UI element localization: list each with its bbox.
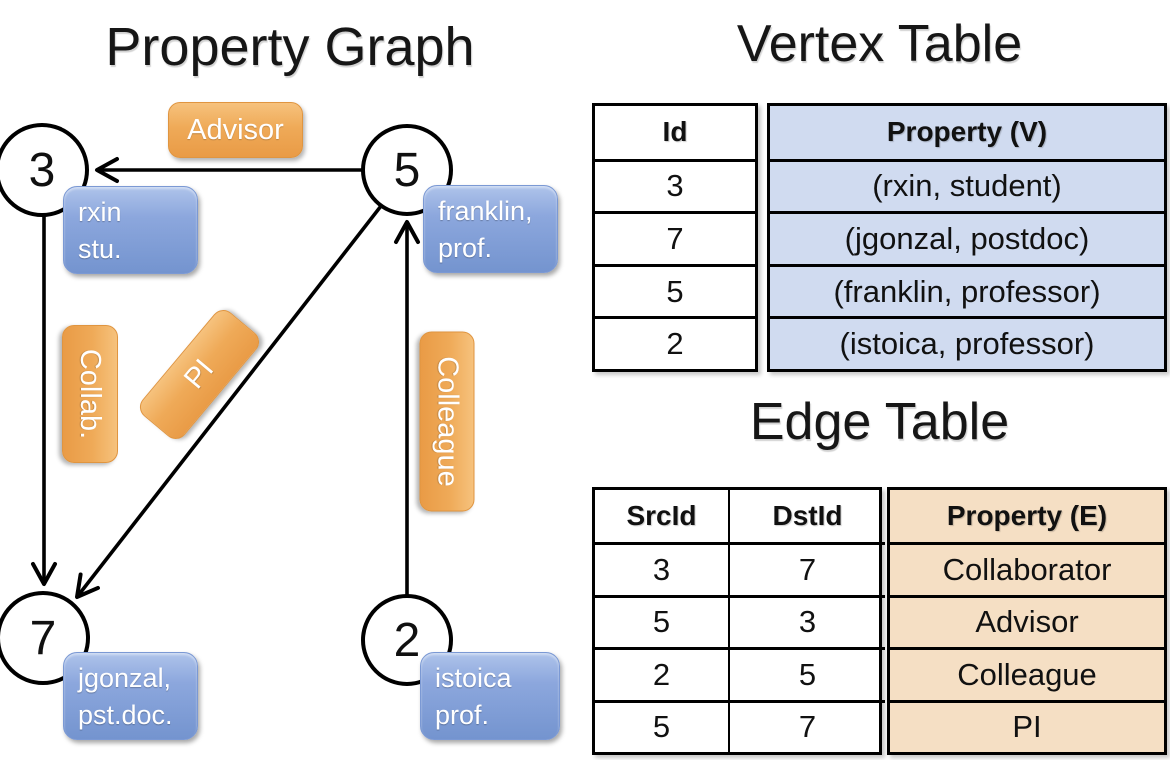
- table-cell: (istoica, professor): [770, 316, 1164, 369]
- edge-5-to-7-pi: [75, 204, 383, 599]
- table-cell: Advisor: [890, 594, 1164, 648]
- table-cell: 3: [595, 542, 728, 594]
- table-cell: 5: [595, 699, 728, 752]
- node-2-property-box: istoica prof.: [420, 652, 560, 740]
- table-cell: 5: [728, 647, 885, 700]
- table-cell: 3: [728, 594, 885, 648]
- vertex-table-header-property: Property (V): [770, 106, 1164, 159]
- edge-table-header-srcid: SrcId: [626, 500, 697, 532]
- table-cell: Collaborator: [890, 542, 1164, 595]
- vertex-table-id-column: Id 3 7 5 2: [592, 103, 758, 372]
- node-7-id: 7: [29, 611, 57, 665]
- table-cell: 5: [595, 594, 728, 647]
- node-3-property-line1: rxin: [78, 197, 122, 227]
- vertex-table-header-id: Id: [662, 116, 688, 148]
- table-cell: (jgonzal, postdoc): [770, 211, 1164, 264]
- edge-table-title: Edge Table: [749, 393, 1010, 451]
- table-cell: PI: [890, 699, 1164, 752]
- node-3-property-line2: stu.: [78, 234, 122, 264]
- node-5-id: 5: [393, 143, 421, 197]
- vertex-table-title: Vertex Table: [736, 15, 1023, 73]
- edge-table-header-property: Property (E): [890, 490, 1164, 543]
- edge-label-advisor: Advisor: [168, 102, 303, 158]
- table-cell: 2: [595, 647, 728, 699]
- node-5-property-box: franklin, prof.: [423, 185, 558, 273]
- table-cell: (rxin, student): [770, 158, 1164, 212]
- edge-table-header-dstid: DstId: [728, 490, 885, 543]
- node-2-property-line2: prof.: [435, 700, 490, 730]
- edge-table: SrcId DstId 3 7 5 3 2 5 5 7 Property (E)…: [592, 487, 1167, 755]
- edge-label-colleague: Colleague: [419, 331, 475, 512]
- node-5-property-line1: franklin,: [438, 196, 533, 226]
- table-cell: Colleague: [890, 647, 1164, 700]
- edge-label-collab: Collab.: [62, 325, 118, 463]
- table-cell: 7: [728, 542, 885, 595]
- graph-title: Property Graph: [105, 17, 475, 77]
- edge-table-id-columns: SrcId DstId 3 7 5 3 2 5 5 7: [592, 487, 885, 755]
- node-3-property-box: rxin stu.: [63, 186, 198, 274]
- node-7-property-line1: jgonzal,: [78, 663, 172, 693]
- table-cell: 5: [595, 263, 755, 317]
- node-7-property-box: jgonzal, pst.doc.: [63, 652, 198, 740]
- vertex-table-property-column: Property (V) (rxin, student) (jgonzal, p…: [767, 103, 1167, 372]
- node-7-property-line2: pst.doc.: [78, 700, 173, 730]
- table-cell: 7: [595, 211, 755, 264]
- node-2-id: 2: [393, 613, 421, 667]
- table-cell: (franklin, professor): [770, 263, 1164, 317]
- node-5-property-line2: prof.: [438, 233, 493, 263]
- table-cell: 2: [595, 316, 755, 369]
- table-cell: 3: [595, 158, 755, 212]
- node-2-property-line1: istoica: [435, 663, 512, 693]
- vertex-table: Id 3 7 5 2 Property (V) (rxin, student) …: [592, 103, 1167, 372]
- edge-table-property-column: Property (E) Collaborator Advisor Collea…: [887, 487, 1167, 755]
- node-3-id: 3: [28, 143, 56, 197]
- table-cell: 7: [728, 699, 885, 752]
